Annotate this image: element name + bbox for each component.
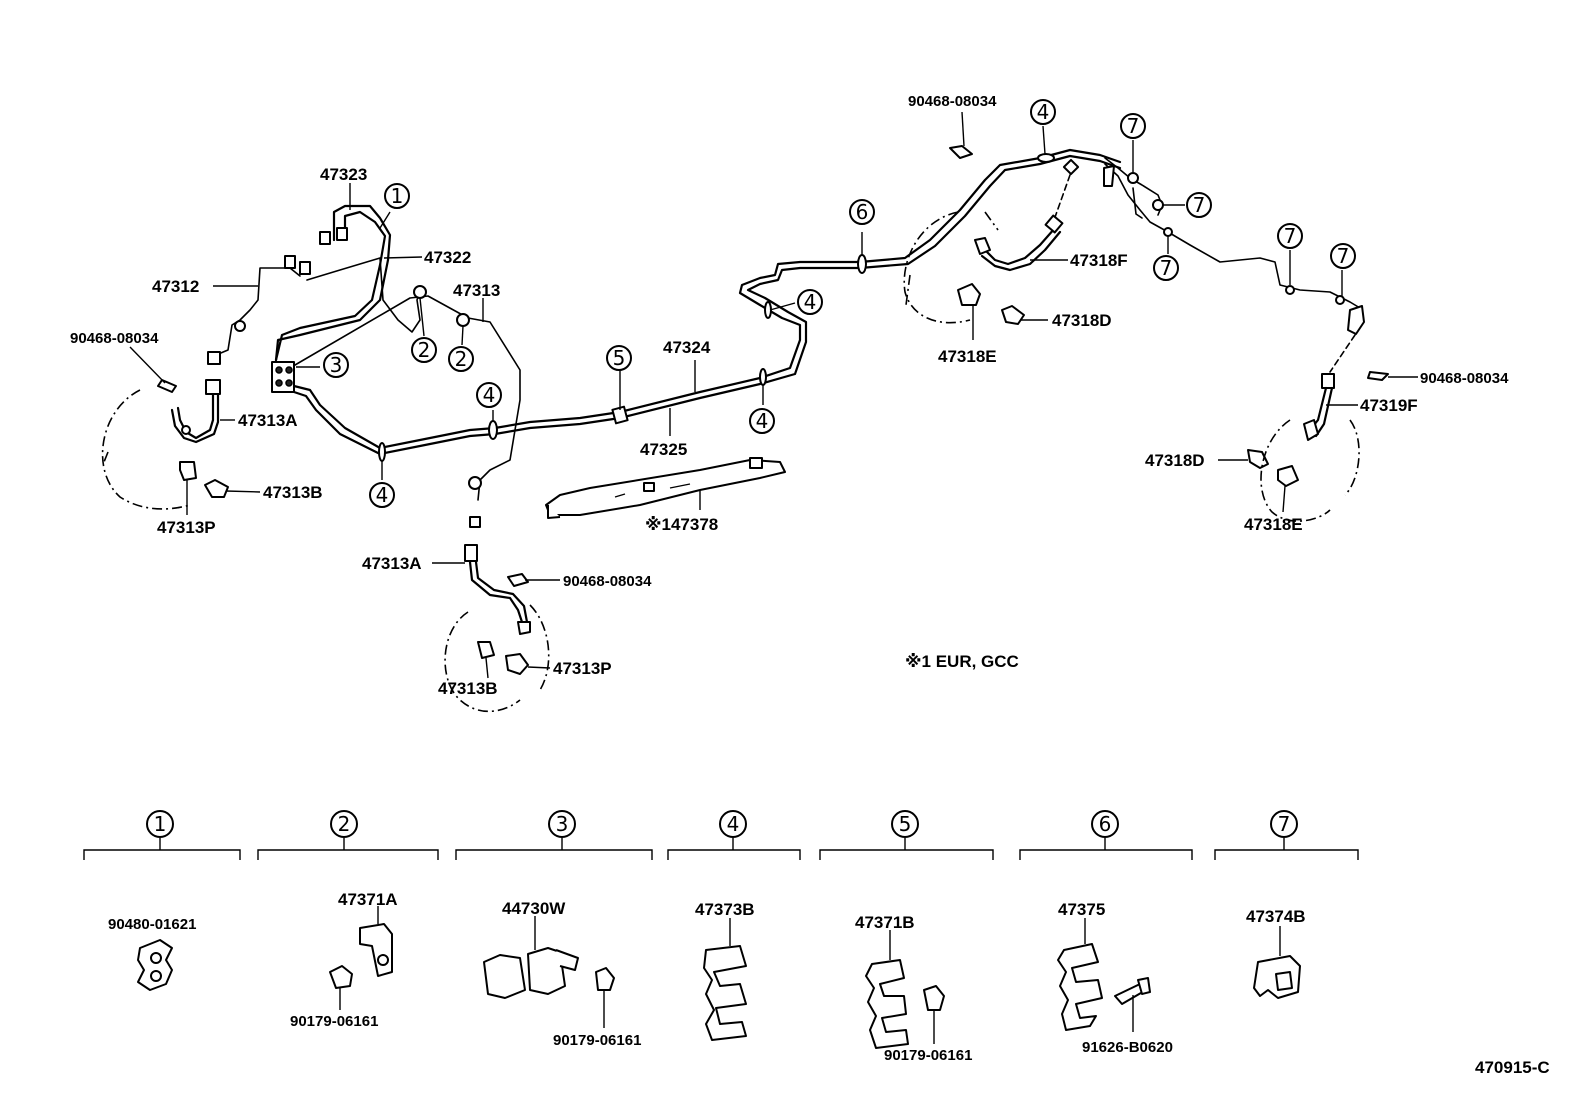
svg-text:5: 5: [899, 812, 912, 836]
label-47318E-top: 47318E: [938, 347, 997, 366]
svg-text:6: 6: [1099, 812, 1112, 836]
label-47322: 47322: [424, 248, 471, 267]
svg-text:4: 4: [727, 812, 740, 836]
clamp-47371A: [329, 906, 393, 1010]
callout-labels: 47323 47322 47312 47313 90468-08034 4731…: [70, 93, 1550, 1077]
ref-circle-4e: 4: [1030, 99, 1056, 125]
note-eur-gcc: ※1 EUR, GCC: [905, 652, 1019, 671]
skid-plate: [545, 457, 786, 519]
label-147378: ※147378: [645, 515, 718, 534]
part-47373B: 47373B: [695, 900, 755, 919]
label-47318E-right: 47318E: [1244, 515, 1303, 534]
legend-circle-6: 6: [1091, 810, 1119, 838]
label-47324: 47324: [663, 338, 711, 357]
svg-text:7: 7: [1284, 224, 1297, 248]
part-90179-06161-g2: 90179-06161: [290, 1013, 378, 1030]
label-47313A-mid: 47313A: [362, 554, 422, 573]
legend-circle-4: 4: [719, 810, 747, 838]
legend-circle-2: 2: [330, 810, 358, 838]
svg-text:7: 7: [1160, 256, 1173, 280]
label-90468-left: 90468-08034: [70, 330, 159, 347]
legend-circle-1: 1: [146, 810, 174, 838]
label-47313: 47313: [453, 281, 500, 300]
svg-text:7: 7: [1278, 812, 1291, 836]
label-47313B-left: 47313B: [263, 483, 323, 502]
ref-circle-2b: 2: [448, 346, 474, 372]
svg-text:4: 4: [376, 483, 389, 507]
proportioning-valve: [271, 361, 295, 393]
part-44730W: 44730W: [502, 899, 566, 918]
clamp-47373B: [703, 918, 747, 1041]
svg-text:2: 2: [418, 338, 431, 362]
part-47371A: 47371A: [338, 890, 398, 909]
part-47371B: 47371B: [855, 913, 915, 932]
right-section: [903, 145, 1389, 522]
label-47323: 47323: [320, 165, 367, 184]
label-47318F: 47318F: [1070, 251, 1128, 270]
svg-text:3: 3: [556, 812, 569, 836]
left-front-assembly: [101, 204, 622, 510]
ref-circle-4b: 4: [369, 482, 395, 508]
legend-circle-5: 5: [891, 810, 919, 838]
part-90480-01621: 90480-01621: [108, 916, 196, 933]
svg-text:4: 4: [1037, 100, 1050, 124]
label-47318D-right: 47318D: [1145, 451, 1205, 470]
legend-circle-3: 3: [548, 810, 576, 838]
label-47319F: 47319F: [1360, 396, 1418, 415]
label-90468-mid: 90468-08034: [563, 573, 652, 590]
ref-circle-4a: 4: [476, 382, 502, 408]
ref-circle-7c: 7: [1153, 255, 1179, 281]
part-47374B: 47374B: [1246, 907, 1306, 926]
ref-circle-7b: 7: [1186, 192, 1212, 218]
svg-text:7: 7: [1127, 114, 1140, 138]
label-47313B-mid: 47313B: [438, 679, 498, 698]
clamp-47375: [1057, 918, 1151, 1032]
svg-text:5: 5: [613, 346, 626, 370]
svg-text:2: 2: [455, 347, 468, 371]
label-47313P-left: 47313P: [157, 518, 216, 537]
ref-circle-4c: 4: [797, 289, 823, 315]
clamp-47371B: [865, 930, 945, 1049]
circled-refs: 1 2 2 3 4 4 5 4 4 6 4 7 7 7 7 7: [323, 99, 1356, 508]
svg-text:1: 1: [391, 184, 404, 208]
ref-circle-4d: 4: [749, 408, 775, 434]
ref-circle-6: 6: [849, 199, 875, 225]
ref-circle-1: 1: [384, 183, 410, 209]
svg-text:2: 2: [338, 812, 351, 836]
ref-circle-7a: 7: [1120, 113, 1146, 139]
clamp-44730W: [483, 916, 615, 1028]
ref-circle-5: 5: [606, 345, 632, 371]
svg-text:7: 7: [1193, 193, 1206, 217]
clamp-90480-01621: [137, 939, 173, 991]
diagram-id: 470915-C: [1475, 1058, 1550, 1077]
leader-lines: [129, 111, 1418, 679]
svg-text:1: 1: [154, 812, 167, 836]
ref-circle-7e: 7: [1330, 243, 1356, 269]
ref-circle-7d: 7: [1277, 223, 1303, 249]
ref-circle-2a: 2: [411, 337, 437, 363]
svg-text:6: 6: [856, 200, 869, 224]
svg-text:4: 4: [483, 383, 496, 407]
svg-text:7: 7: [1337, 244, 1350, 268]
part-91626-B0620: 91626-B0620: [1082, 1039, 1173, 1056]
clamp-legend: 1 2 3 4 5 6 7 90480-01621 47371A 90179-0…: [83, 810, 1359, 1064]
ref-circle-3: 3: [323, 352, 349, 378]
svg-text:4: 4: [756, 409, 769, 433]
label-90468-right: 90468-08034: [1420, 370, 1509, 387]
legend-circle-7: 7: [1270, 810, 1298, 838]
clamp-47374B: [1253, 926, 1301, 999]
part-90179-06161-g5: 90179-06161: [884, 1047, 972, 1064]
part-90179-06161-g3: 90179-06161: [553, 1032, 641, 1049]
label-47313A-left: 47313A: [238, 411, 298, 430]
middle-section: [378, 148, 1122, 713]
label-47312: 47312: [152, 277, 199, 296]
label-47318D-top: 47318D: [1052, 311, 1112, 330]
svg-text:4: 4: [804, 290, 817, 314]
svg-text:3: 3: [330, 353, 343, 377]
label-47325: 47325: [640, 440, 687, 459]
label-47313P-mid: 47313P: [553, 659, 612, 678]
part-47375: 47375: [1058, 900, 1105, 919]
label-90468-top: 90468-08034: [908, 93, 997, 110]
